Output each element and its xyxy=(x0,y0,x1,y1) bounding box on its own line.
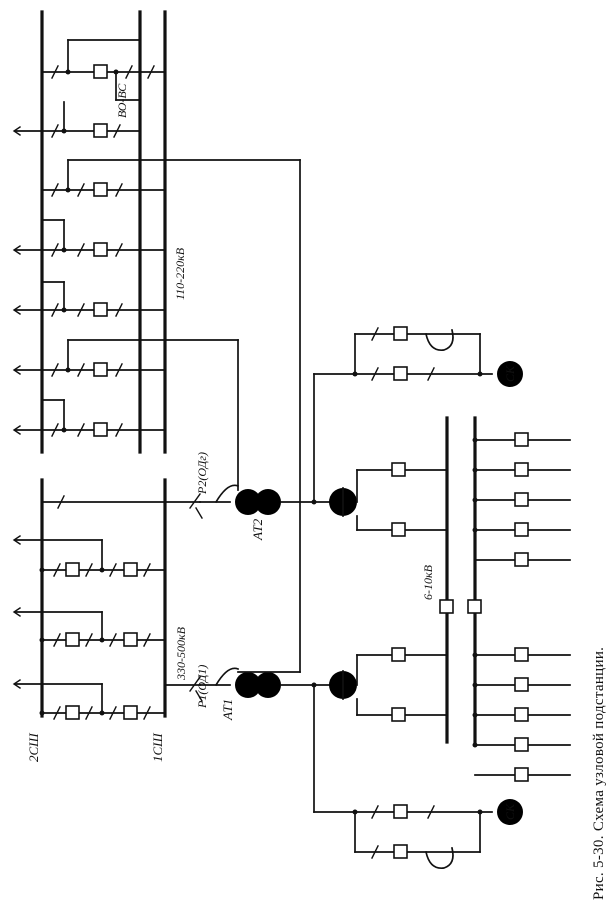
autotransformer-at1 xyxy=(164,159,351,702)
feeder-330-2 xyxy=(12,607,166,647)
breaker xyxy=(123,705,138,720)
label-sk-top: СК xyxy=(503,365,517,382)
breaker xyxy=(123,562,138,577)
label-330-500: 330-500кВ xyxy=(174,626,188,681)
hv-switchgear-330-500 xyxy=(12,478,167,720)
sk-compensator-bottom xyxy=(497,799,523,825)
sk-compensator-top xyxy=(497,361,523,387)
feeder-110-1 xyxy=(41,159,301,197)
autotransformer-at2 xyxy=(164,339,351,519)
lv-switchgear-6-10 xyxy=(329,416,571,782)
breaker xyxy=(65,632,80,647)
sk-branch-top xyxy=(313,326,523,503)
feeder-330-1 xyxy=(12,535,166,577)
label-p2: Р2(ОДг) xyxy=(195,452,209,495)
feeder-330-3 xyxy=(12,679,166,720)
label-110-220: 110-220кВ xyxy=(173,247,187,300)
label-sk-bottom: СК xyxy=(503,803,517,820)
bus-coupler-breaker xyxy=(41,39,166,101)
label-at1: АТ1 xyxy=(220,699,235,721)
bus-coupler-row-2 xyxy=(12,101,141,138)
label-6-10: 6-10кВ xyxy=(421,564,435,600)
label-at2: АТ2 xyxy=(250,518,265,541)
breaker xyxy=(123,632,138,647)
label-bus-coupler: ВО-ВС xyxy=(115,83,129,118)
feeder-110-4 xyxy=(12,339,239,377)
feeder-110-2 xyxy=(12,219,166,257)
label-1sh: 1СШ xyxy=(150,732,165,762)
mv-switchgear-110-220 xyxy=(12,10,301,454)
feeder-110-5 xyxy=(12,399,166,437)
breaker xyxy=(65,562,80,577)
feeder-110-3 xyxy=(12,281,166,317)
sk-branch-bottom xyxy=(313,684,523,870)
figure-caption: Рис. 5-30. Схема узловой подстанции. xyxy=(591,647,607,900)
breaker xyxy=(65,705,80,720)
label-2sh: 2СШ xyxy=(26,732,41,762)
lv-feeders xyxy=(472,432,571,782)
label-p1: Р1(ОД1) xyxy=(195,665,209,709)
